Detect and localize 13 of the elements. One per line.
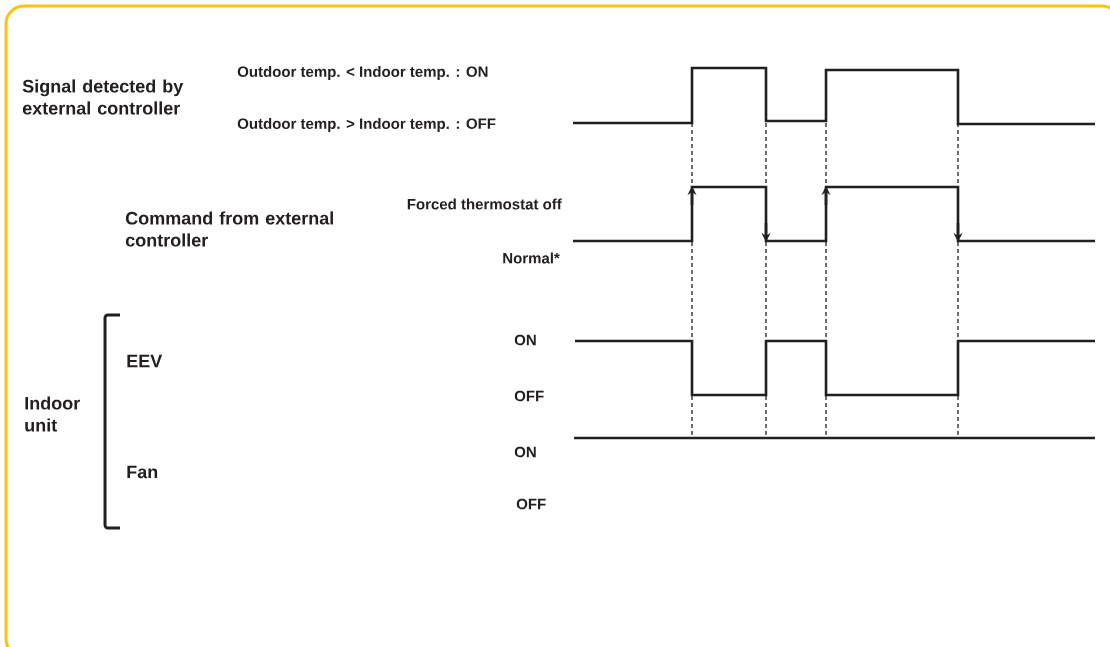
state-label: Outdoor temp. > Indoor temp. : OFF [237,118,496,132]
state-label: ON [514,446,536,458]
state-label: Forced thermostat off [407,198,562,210]
state-label: OFF [516,498,546,510]
row-heading: Fan [127,465,158,479]
row-heading: EEV [127,354,163,368]
state-label: OFF [514,390,544,402]
row-heading: Signal detected by external controller [22,79,184,115]
row-heading: Command from external controller [125,211,333,247]
state-label: ON [514,334,536,346]
state-label: Outdoor temp. < Indoor temp. : ON [237,66,488,80]
row-heading: Indoor unit [25,396,80,432]
state-label: Normal* [503,252,560,264]
